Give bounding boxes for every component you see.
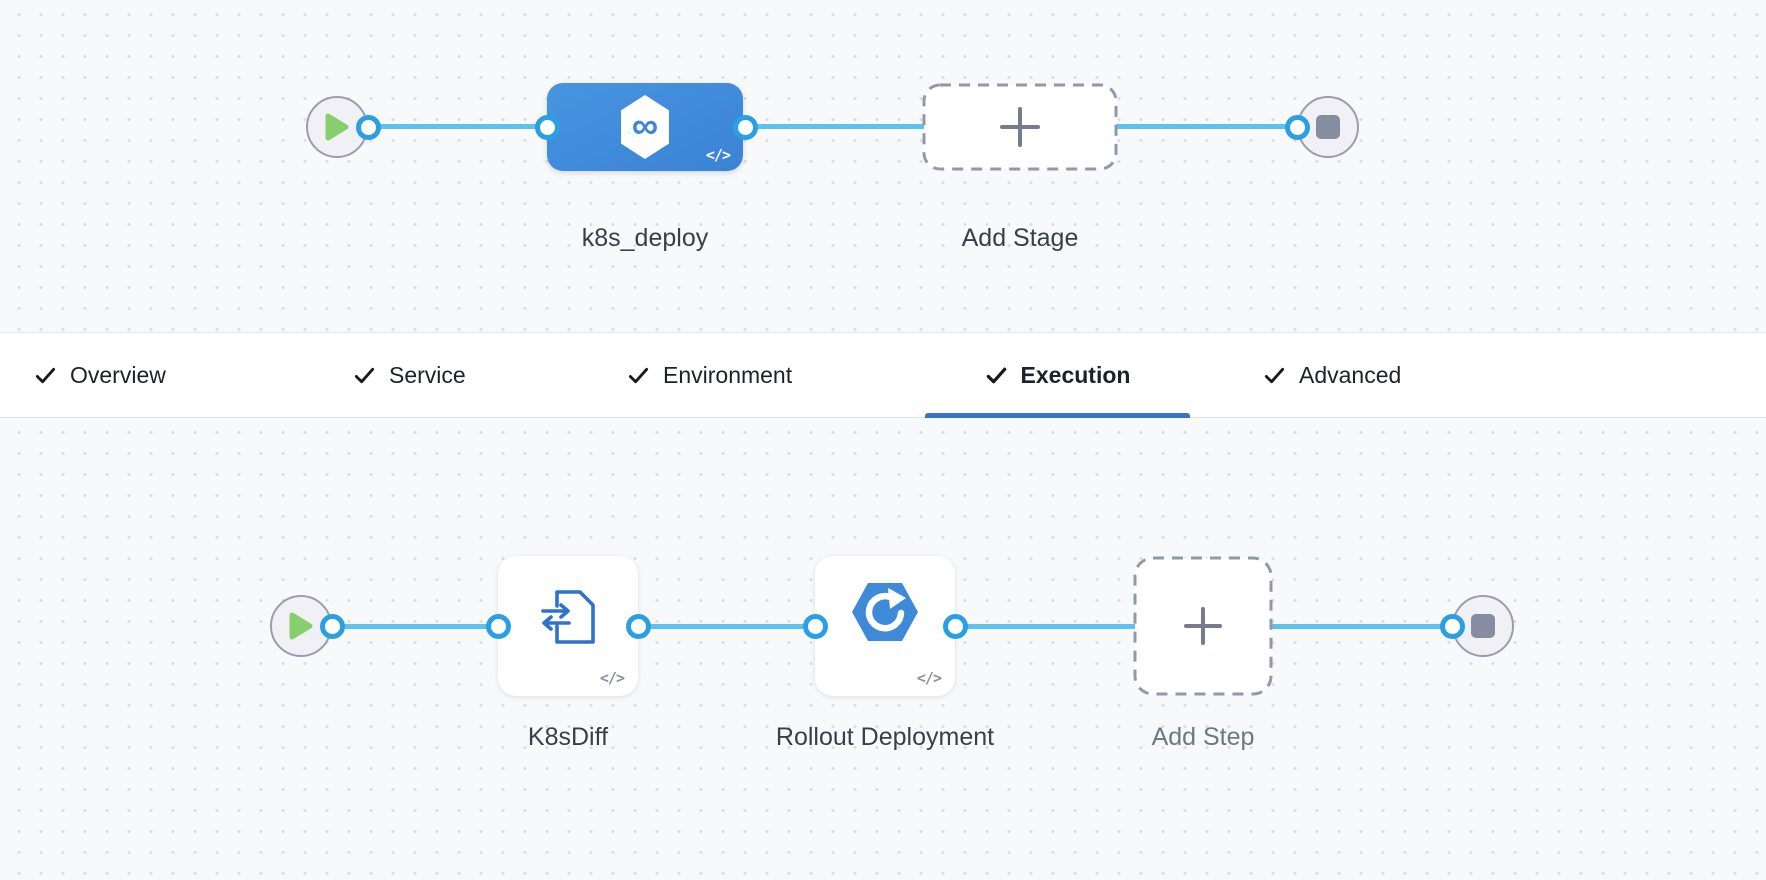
tab-advanced-label: Advanced [1299, 361, 1402, 388]
port-stage-in[interactable] [535, 115, 560, 140]
rollout-deployment-icon [852, 583, 918, 641]
deploy-stage-hexagon-icon: ∞ [621, 95, 669, 159]
tab-overview-label: Overview [70, 361, 166, 388]
port-start-out[interactable] [356, 115, 381, 140]
plus-icon [1184, 607, 1222, 645]
tab-service-label: Service [389, 361, 466, 388]
execution-graph-canvas[interactable]: </> </> [0, 418, 1766, 880]
stage-name-label[interactable]: k8s_deploy [581, 224, 709, 252]
tab-execution-label: Execution [1020, 361, 1131, 388]
stage-edge-line [337, 124, 1328, 129]
tab-service[interactable]: Service [353, 333, 466, 417]
tab-environment-label: Environment [663, 361, 793, 388]
stop-icon [1471, 614, 1495, 638]
check-icon [354, 367, 375, 383]
port-start-out[interactable] [320, 614, 345, 639]
port-end-in[interactable] [1440, 614, 1465, 639]
tab-environment[interactable]: Environment [627, 333, 792, 417]
tab-execution[interactable]: Execution [925, 333, 1190, 418]
tab-overview[interactable]: Overview [34, 333, 166, 417]
add-stage-label[interactable]: Add Stage [961, 224, 1079, 252]
check-icon [1264, 367, 1285, 383]
port-end-in[interactable] [1285, 115, 1310, 140]
port-stage-out[interactable] [733, 115, 758, 140]
stop-icon [1316, 115, 1340, 139]
step-name-label[interactable]: Rollout Deployment [775, 723, 995, 751]
plus-icon [1000, 107, 1040, 147]
add-stage-button[interactable] [922, 83, 1118, 171]
port-k8sdiff-in[interactable] [486, 614, 511, 639]
tab-advanced[interactable]: Advanced [1263, 333, 1401, 417]
active-tab-underline [925, 413, 1190, 418]
k8s-diff-icon [541, 590, 595, 644]
port-rollout-in[interactable] [803, 614, 828, 639]
play-icon [289, 612, 313, 640]
step-name-label[interactable]: K8sDiff [527, 723, 609, 751]
stage-tabs-bar: Overview Service Environment Execution [0, 332, 1766, 418]
infinity-icon: ∞ [631, 105, 659, 146]
add-step-button[interactable] [1133, 556, 1273, 696]
code-icon[interactable]: </> [705, 146, 731, 164]
check-icon [628, 367, 649, 383]
port-k8sdiff-out[interactable] [626, 614, 651, 639]
code-icon[interactable]: </> [599, 669, 625, 687]
code-icon[interactable]: </> [916, 669, 942, 687]
step-node-rollout-deployment[interactable]: </> [815, 556, 955, 696]
stage-node-k8s-deploy[interactable]: ∞ </> [547, 83, 743, 171]
check-icon [986, 367, 1006, 383]
play-icon [325, 113, 349, 141]
stage-graph-canvas[interactable]: ∞ </> k8s_deploy Add Stage [0, 0, 1766, 332]
port-rollout-out[interactable] [943, 614, 968, 639]
add-step-label[interactable]: Add Step [1151, 723, 1255, 751]
step-node-k8sdiff[interactable]: </> [498, 556, 638, 696]
check-icon [35, 367, 56, 383]
